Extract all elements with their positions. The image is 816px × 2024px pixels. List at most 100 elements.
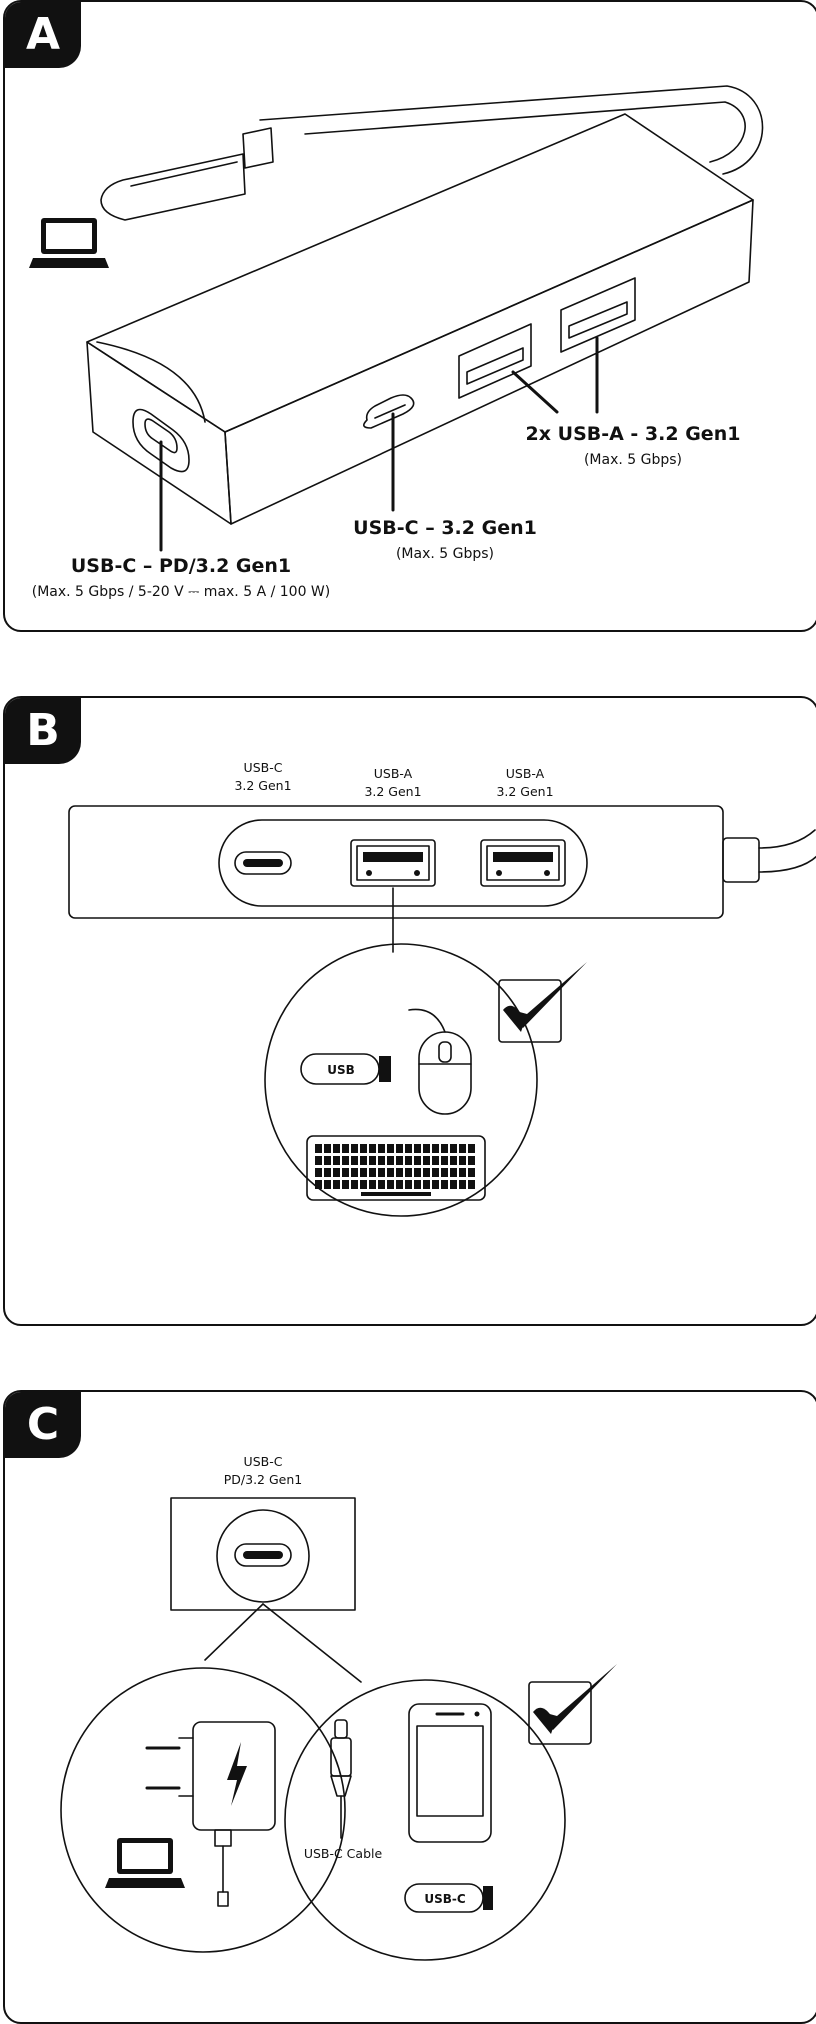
side-usb-c-port (363, 394, 415, 429)
port-recess (216, 1509, 310, 1603)
keyboard-key (459, 1156, 466, 1165)
hub-cable-bottom (758, 855, 816, 873)
pd-port-label: USB-C – PD/3.2 Gen1 (71, 555, 291, 577)
keyboard-key (378, 1180, 385, 1189)
leader-left (204, 1603, 264, 1661)
keyboard-key (396, 1180, 403, 1189)
smartphone-icon (408, 1703, 492, 1843)
keyboard-key (369, 1144, 376, 1153)
keyboard-key (423, 1180, 430, 1189)
keyboard-key (351, 1180, 358, 1189)
usb-c-cable-icon (330, 1719, 352, 1839)
strain-relief (242, 127, 274, 169)
device-circle (284, 1679, 566, 1961)
keyboard-key (378, 1144, 385, 1153)
keyboard-key (432, 1156, 439, 1165)
usb-a-port-1 (458, 323, 532, 399)
keyboard-key (315, 1144, 322, 1153)
port-label-line1: USB-C (244, 1454, 283, 1469)
usb-stick-text: USB (327, 1063, 355, 1077)
pd-port-subtitle: (Max. 5 Gbps / 5-20 V ⎓ max. 5 A / 100 W… (32, 584, 331, 600)
hub-side-face (224, 199, 754, 525)
panel-a: USB-C – PD/3.2 Gen1 (Max. 5 Gbps / 5-20 … (3, 0, 816, 632)
port1-label-line1: USB-C (244, 760, 283, 775)
plug-edge-line (130, 161, 238, 187)
pd-usb-c-port (132, 408, 190, 473)
hub-bevel (96, 341, 206, 423)
keyboard-key (396, 1144, 403, 1153)
usb-c-stick-text: USB-C (424, 1892, 466, 1906)
keyboard-key (324, 1156, 331, 1165)
keyboard-key (414, 1168, 421, 1177)
usb-c-port (234, 851, 292, 875)
laptop-icon (29, 218, 109, 268)
keyboard-key (405, 1156, 412, 1165)
keyboard-key (351, 1168, 358, 1177)
keyboard-key (369, 1156, 376, 1165)
keyboard-key (396, 1168, 403, 1177)
usba-port-subtitle: (Max. 5 Gbps) (584, 452, 682, 468)
keyboard-key (459, 1168, 466, 1177)
devices-circle (264, 943, 538, 1217)
keyboard-key (333, 1156, 340, 1165)
keyboard-key (360, 1156, 367, 1165)
keyboard-spacebar (361, 1192, 431, 1196)
keyboard-key (333, 1144, 340, 1153)
keyboard-key (468, 1144, 475, 1153)
keyboard-key (378, 1168, 385, 1177)
usb-a-port-2 (480, 839, 566, 887)
keyboard-key (387, 1144, 394, 1153)
keyboard-key (333, 1168, 340, 1177)
keyboard-key (423, 1168, 430, 1177)
keyboard-key (369, 1180, 376, 1189)
checkmark-icon (528, 1664, 617, 1745)
cable-outline-top (304, 101, 746, 163)
keyboard-key (414, 1144, 421, 1153)
keyboard-key (360, 1144, 367, 1153)
keyboard-key (441, 1168, 448, 1177)
laptop-icon (105, 1838, 185, 1888)
keyboard-key (378, 1156, 385, 1165)
keyboard-key (342, 1168, 349, 1177)
keyboard-key (396, 1156, 403, 1165)
port1-label-line2: 3.2 Gen1 (234, 778, 291, 793)
usbc-port-subtitle: (Max. 5 Gbps) (396, 546, 494, 562)
panel-c: USB-C PD/3.2 Gen1 (3, 1390, 816, 2024)
hub-overview-illustration: USB-C – PD/3.2 Gen1 (Max. 5 Gbps / 5-20 … (29, 85, 764, 600)
checkmark-icon (498, 962, 587, 1043)
mouse-icon (408, 1008, 472, 1115)
keyboard-key (450, 1144, 457, 1153)
keyboard-key (441, 1144, 448, 1153)
port3-label-line2: 3.2 Gen1 (496, 784, 553, 799)
keyboard-key (432, 1180, 439, 1189)
keyboard-key (387, 1168, 394, 1177)
keyboard-key (387, 1180, 394, 1189)
usb-c-plug (100, 153, 246, 221)
panel-b: USB-C 3.2 Gen1 USB-A 3.2 Gen1 USB-A 3.2 … (3, 696, 816, 1326)
panel-a-badge: A (5, 2, 81, 68)
hub-cable-relief (722, 837, 760, 883)
keyboard-key (351, 1144, 358, 1153)
charging-illustration: USB-C PD/3.2 Gen1 (60, 1454, 617, 1961)
keyboard-key (405, 1168, 412, 1177)
panel-b-badge: B (5, 698, 81, 764)
keyboard-key (450, 1168, 457, 1177)
keyboard-key (369, 1168, 376, 1177)
keyboard-key (459, 1180, 466, 1189)
keyboard-key (342, 1156, 349, 1165)
keyboard-key (450, 1156, 457, 1165)
keyboard-key (324, 1168, 331, 1177)
usb-a-port-2 (560, 277, 636, 353)
keyboard-key (414, 1180, 421, 1189)
keyboard-key (333, 1180, 340, 1189)
port2-label-line2: 3.2 Gen1 (364, 784, 421, 799)
keyboard-key (468, 1156, 475, 1165)
keyboard-key (423, 1156, 430, 1165)
usbc-port-label: USB-C – 3.2 Gen1 (353, 517, 537, 539)
leader-right (262, 1603, 362, 1683)
usba-port-leader-1 (511, 370, 559, 414)
keyboard-key (324, 1144, 331, 1153)
keyboard-key (441, 1156, 448, 1165)
keyboard-key (324, 1180, 331, 1189)
keyboard-key (360, 1168, 367, 1177)
